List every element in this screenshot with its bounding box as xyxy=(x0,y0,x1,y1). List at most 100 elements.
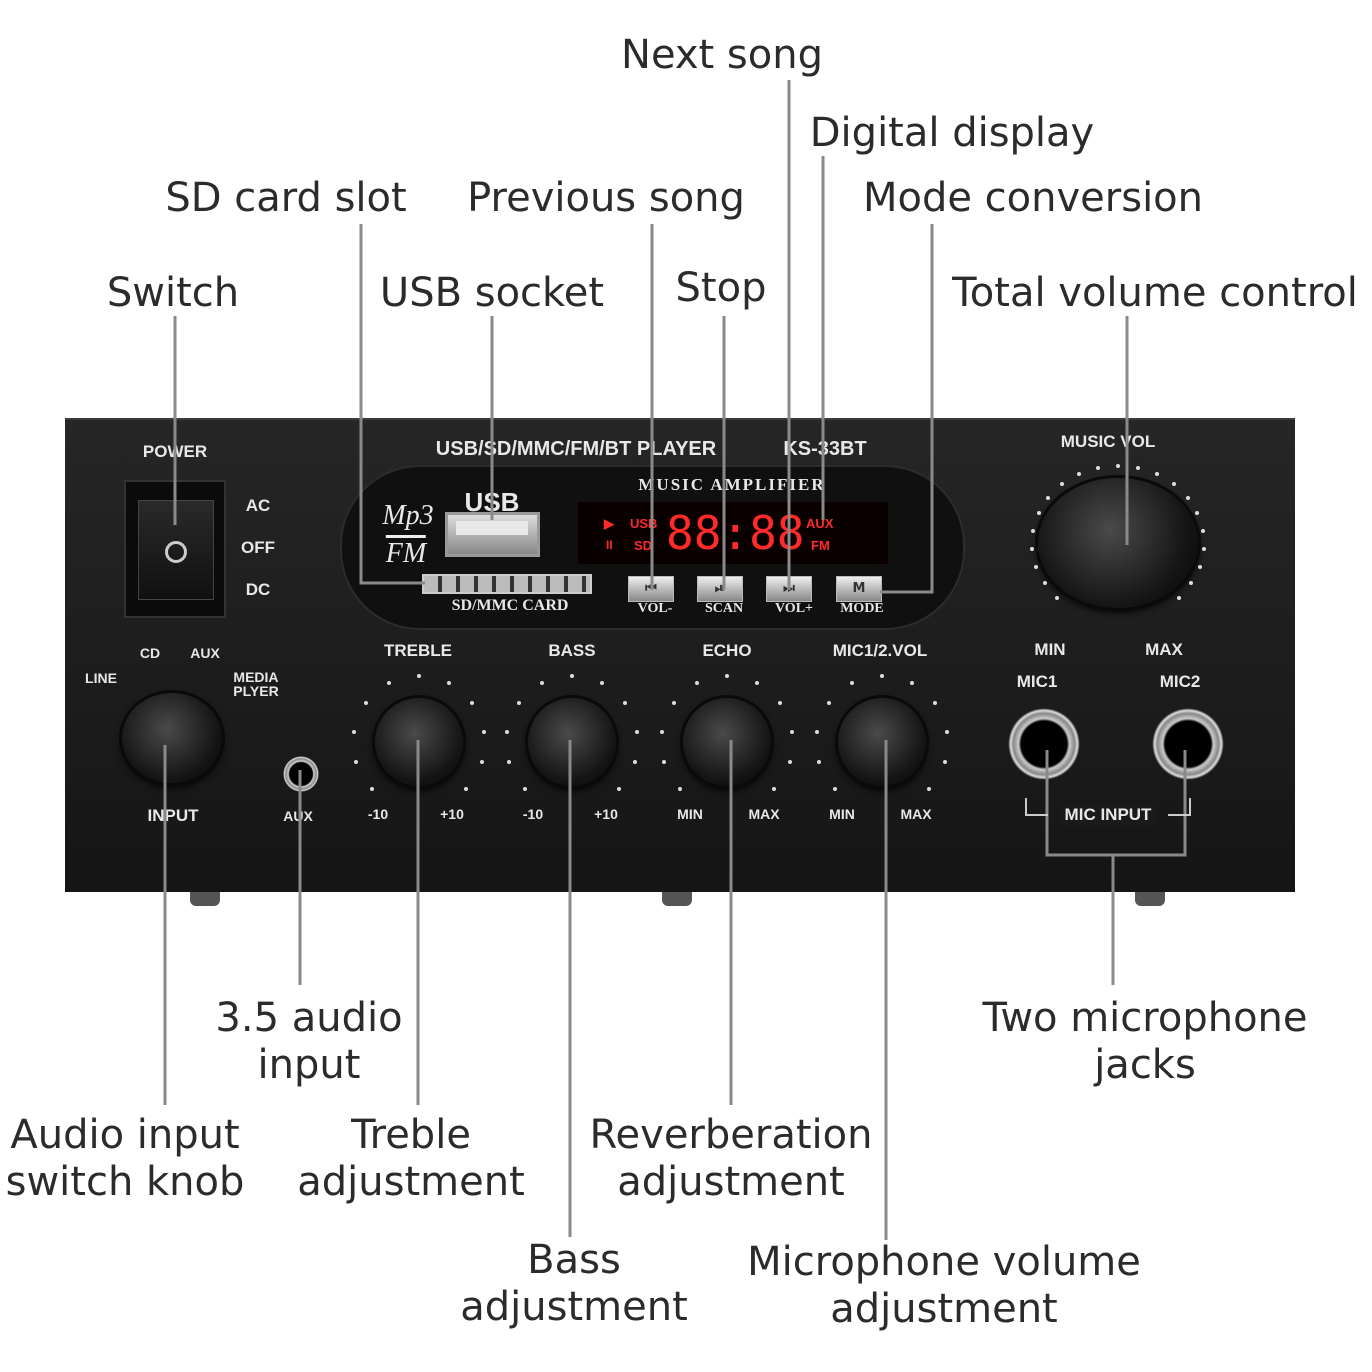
scale-dot xyxy=(826,701,831,706)
treble-label: TREBLE xyxy=(384,641,452,660)
scale-dot xyxy=(463,786,468,791)
line-label: LINE xyxy=(85,670,117,686)
scale-dot xyxy=(354,760,359,765)
cd-label: CD xyxy=(139,645,161,661)
power-switch[interactable] xyxy=(124,480,226,618)
label-next-song: Next song xyxy=(621,32,823,78)
scale-dot xyxy=(1171,482,1176,487)
label-switch: Switch xyxy=(106,270,240,316)
sd-card-slot[interactable] xyxy=(422,574,592,594)
scale-dot xyxy=(1189,581,1194,586)
scale-dot xyxy=(570,674,574,678)
mic-min-label: MIN xyxy=(829,806,855,822)
mic1-label: MIC1 xyxy=(1016,672,1058,691)
mic2-jack[interactable] xyxy=(1152,708,1224,780)
music-volume-knob[interactable] xyxy=(1038,478,1198,608)
scale-dot xyxy=(926,786,931,791)
scale-dot xyxy=(540,681,545,686)
aux-jack[interactable] xyxy=(283,756,319,792)
scale-dot xyxy=(880,674,884,678)
scale-dot xyxy=(942,760,947,765)
scale-dot xyxy=(833,786,838,791)
display-sd: SD xyxy=(634,538,653,553)
scale-dot xyxy=(1046,495,1051,500)
power-label: POWER xyxy=(142,442,208,461)
scale-dot xyxy=(504,729,509,734)
fm-logo: FM xyxy=(385,535,427,570)
label-usb-socket: USB socket xyxy=(379,270,605,316)
bass-min-label: -10 xyxy=(522,806,544,822)
treble-max-label: +10 xyxy=(440,806,464,822)
input-selector-knob[interactable] xyxy=(122,693,222,783)
scale-dot xyxy=(623,701,628,706)
scale-dot xyxy=(1201,547,1206,552)
scale-dot xyxy=(1076,472,1081,477)
mic1-jack[interactable] xyxy=(1008,708,1080,780)
bass-max-label: +10 xyxy=(594,806,618,822)
scale-dot xyxy=(909,681,914,686)
sd-card-label: SD/MMC CARD xyxy=(451,597,569,614)
mic-max-label: MAX xyxy=(900,806,932,822)
aux-select-label: AUX xyxy=(190,645,220,661)
ac-label: AC xyxy=(245,496,271,515)
scale-dot xyxy=(1095,465,1100,470)
echo-knob[interactable] xyxy=(683,698,771,786)
scale-dot xyxy=(1185,495,1190,500)
play-pause-button[interactable]: ⏯ xyxy=(697,576,743,602)
prev-button[interactable]: ⏮ xyxy=(628,576,674,602)
echo-max-label: MAX xyxy=(748,806,780,822)
treble-knob[interactable] xyxy=(375,698,463,786)
scale-dot xyxy=(1197,564,1202,569)
label-previous-song: Previous song xyxy=(467,175,745,221)
model-number: KS-33BT xyxy=(783,438,867,460)
play-icon: ▶ xyxy=(604,516,614,531)
label-stop: Stop xyxy=(675,265,767,311)
scale-dot xyxy=(1031,528,1036,533)
scale-dot xyxy=(817,760,822,765)
music-vol-label: MUSIC VOL xyxy=(1060,432,1156,451)
scale-dot xyxy=(778,701,783,706)
scale-dot xyxy=(1036,511,1041,516)
next-button[interactable]: ⏭ xyxy=(766,576,812,602)
off-symbol-icon xyxy=(165,541,187,563)
scale-dot xyxy=(1155,472,1160,477)
music-min-label: MIN xyxy=(1034,640,1066,659)
scale-dot xyxy=(351,729,356,734)
scale-dot xyxy=(446,681,451,686)
scale-dot xyxy=(1136,465,1141,470)
display-usb: USB xyxy=(630,516,658,531)
amp-title: MUSIC AMPLIFIER xyxy=(638,475,826,494)
vol-plus-label: VOL+ xyxy=(774,601,814,616)
mode-label: MODE xyxy=(840,601,884,616)
scale-dot xyxy=(850,681,855,686)
scale-dot xyxy=(1030,547,1035,552)
bass-label: BASS xyxy=(548,641,596,660)
label-mode-conversion: Mode conversion xyxy=(862,175,1204,221)
scale-dot xyxy=(417,674,421,678)
scale-dot xyxy=(479,760,484,765)
scale-dot xyxy=(470,701,475,706)
mic-input-label: MIC INPUT xyxy=(1058,805,1158,825)
scale-dot xyxy=(599,681,604,686)
foot xyxy=(1135,892,1165,906)
echo-min-label: MIN xyxy=(677,806,703,822)
aux-jack-label: AUX xyxy=(283,808,313,824)
mic-volume-knob[interactable] xyxy=(838,698,926,786)
scale-dot xyxy=(523,786,528,791)
treble-min-label: -10 xyxy=(367,806,389,822)
scale-dot xyxy=(1060,482,1065,487)
usb-socket[interactable] xyxy=(445,512,540,557)
label-digital-display: Digital display xyxy=(809,110,1095,156)
bass-knob[interactable] xyxy=(528,698,616,786)
scale-dot xyxy=(1200,528,1205,533)
mode-button[interactable]: M xyxy=(836,576,882,602)
scale-dot xyxy=(725,674,729,678)
scale-dot xyxy=(1055,595,1060,600)
scale-dot xyxy=(695,681,700,686)
scale-dot xyxy=(370,786,375,791)
